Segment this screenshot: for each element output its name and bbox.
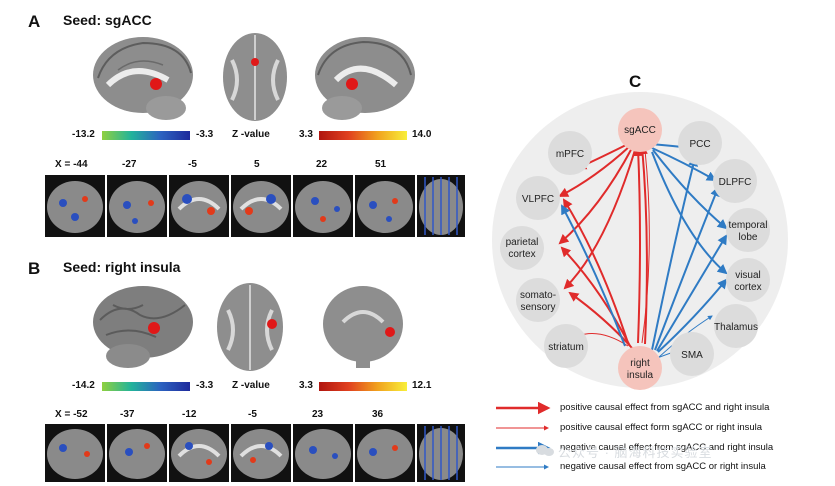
panel-c-network-diagram: sgACC mPFC PCC VLPFC DLPFC parietal cort… [492, 92, 788, 390]
panel-a-slice-label: -27 [122, 159, 137, 170]
node-label-somatosensory: somato- [520, 290, 556, 301]
panel-a-scale-neg-min: -13.2 [72, 129, 95, 140]
node-label-visual: cortex [734, 282, 761, 293]
panel-a-brain-axial [223, 33, 287, 121]
legend-item-positive-or: positive causal effect form sgACC or rig… [560, 422, 763, 433]
node-thalamus [714, 304, 758, 348]
watermark-icon [535, 443, 555, 457]
panel-b-letter: B [28, 259, 41, 278]
node-label-thalamus: Thalamus [714, 322, 758, 333]
panel-b-slice-label: X = -52 [55, 409, 88, 420]
panel-b-pos-colorbar [319, 382, 407, 391]
panel-a-slice-label: 5 [254, 159, 260, 170]
node-label-pcc: PCC [689, 139, 710, 150]
panel-a-seed-marker [150, 78, 162, 90]
node-label-vlpfc: VLPFC [522, 194, 554, 205]
panel-a-scale-pos-max: 14.0 [412, 129, 432, 140]
panel-a-scale-pos-min: 3.3 [299, 129, 313, 140]
panel-b-slice-label: -37 [120, 409, 135, 420]
panel-b-brain-coronal [323, 286, 403, 368]
node-right-insula [618, 346, 662, 390]
node-label-temporal: temporal [729, 220, 768, 231]
panel-b-slice-label: 23 [312, 409, 324, 420]
legend-item-negative-and: negative causal effect from sgACC and ri… [560, 442, 774, 453]
panel-b-slice-label: -12 [182, 409, 197, 420]
legend-item-negative-or: negative causal effect from sgACC or rig… [560, 461, 766, 472]
watermark-text: 公众号 · 脑海科技实验室 [558, 445, 713, 460]
panel-b-slice-label: 36 [372, 409, 384, 420]
panel-a-slice-strip [45, 175, 465, 237]
legend-item-positive-and: positive causal effect from sgACC and ri… [560, 402, 770, 413]
node-temporal [726, 208, 770, 252]
panel-b-scale-pos-max: 12.1 [412, 380, 432, 391]
node-striatum [544, 324, 588, 368]
node-label-striatum: striatum [548, 342, 584, 353]
node-parietal [500, 226, 544, 270]
panel-a-seed-title: Seed: sgACC [63, 12, 152, 28]
node-dlpfc [713, 159, 757, 203]
panel-b-scale-neg-max: -3.3 [196, 380, 214, 391]
node-label-somatosensory: sensory [520, 302, 555, 313]
panel-b-brain-lateral [93, 286, 193, 368]
node-label-visual: visual [735, 270, 761, 281]
panel-a-slice-label: -5 [188, 159, 197, 170]
panel-a-brain-sagittal-left [93, 37, 193, 120]
node-vlpfc [516, 176, 560, 220]
panel-a-brain-sagittal-right [315, 37, 415, 120]
panel-b-slice-strip [45, 424, 465, 482]
node-label-right-insula: right [630, 358, 650, 369]
panel-a-slice-label: X = -44 [55, 159, 88, 170]
panel-a-scale-label: Z -value [232, 129, 270, 140]
node-sgacc [618, 108, 662, 152]
node-label-sma: SMA [681, 350, 703, 361]
node-label-sgacc: sgACC [624, 125, 656, 136]
panel-b-brain-axial [217, 283, 283, 371]
node-label-dlpfc: DLPFC [719, 177, 752, 188]
node-sma [670, 332, 714, 376]
panel-b-scale-label: Z -value [232, 380, 270, 391]
node-label-parietal: parietal [506, 237, 539, 248]
panel-b-scale-pos-min: 3.3 [299, 380, 313, 391]
node-label-right-insula: insula [627, 370, 654, 381]
node-pcc [678, 121, 722, 165]
node-label-mpfc: mPFC [556, 149, 584, 160]
node-mpfc [548, 131, 592, 175]
panel-b-scale-neg-min: -14.2 [72, 380, 95, 391]
legend-arrows [496, 401, 551, 470]
panel-a-letter: A [28, 12, 41, 31]
panel-a-slice-label: 22 [316, 159, 328, 170]
node-somatosensory [516, 278, 560, 322]
panel-a-pos-colorbar [319, 131, 407, 140]
panel-b-seed-title: Seed: right insula [63, 259, 181, 275]
panel-c-letter: C [629, 72, 642, 91]
panel-a-slice-label: 51 [375, 159, 387, 170]
panel-a-neg-colorbar [102, 131, 190, 140]
panel-b-slice-label: -5 [248, 409, 257, 420]
node-visual [726, 258, 770, 302]
node-label-parietal: cortex [508, 249, 535, 260]
panel-a-scale-neg-max: -3.3 [196, 129, 214, 140]
node-label-temporal: lobe [739, 232, 758, 243]
panel-b-neg-colorbar [102, 382, 190, 391]
